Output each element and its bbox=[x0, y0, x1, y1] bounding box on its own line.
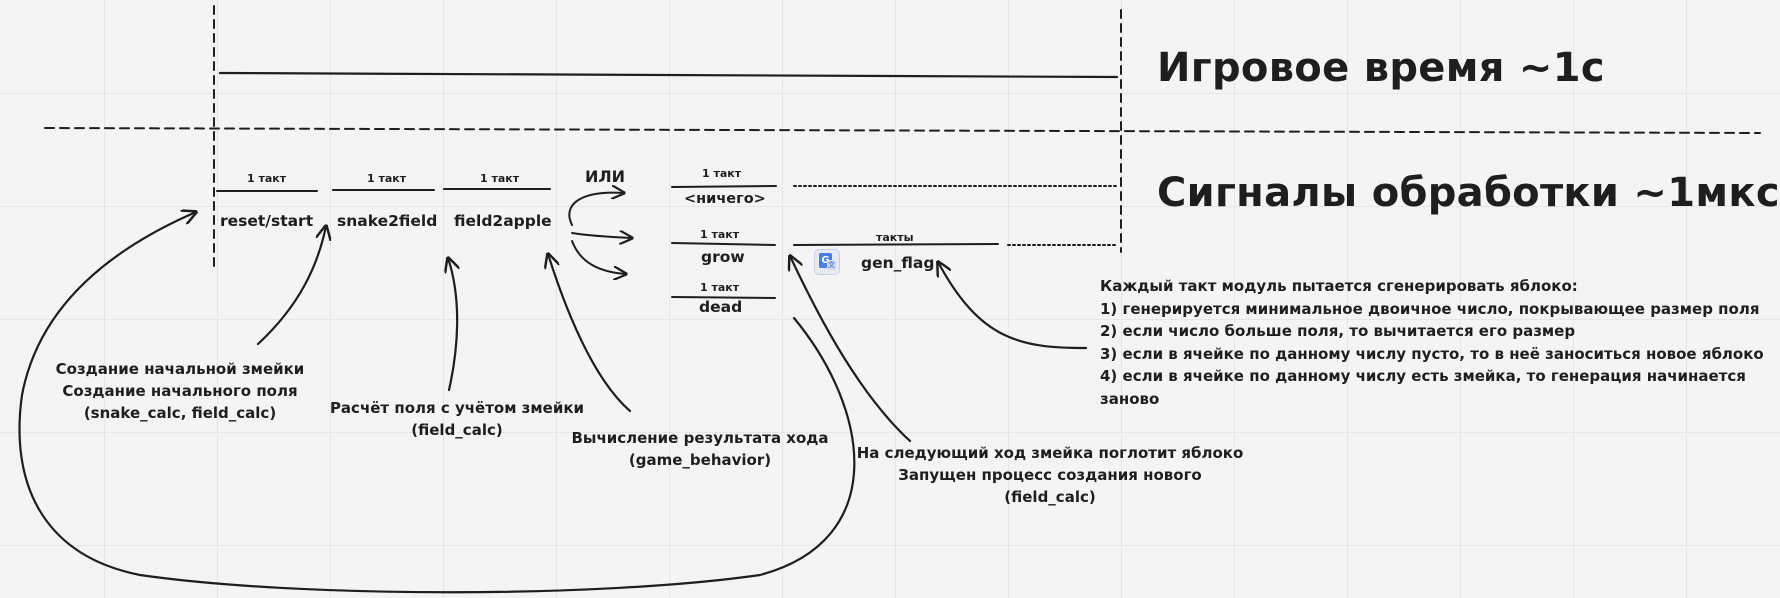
game-behavior-note: Вычисление результата хода (game_behavio… bbox=[565, 427, 835, 471]
gen-flag-tick-label: такты bbox=[876, 231, 914, 244]
arrow-game-behavior-to-grow bbox=[548, 254, 632, 413]
apple-generation-note-line: 1) генерируется минимальное двоичное чис… bbox=[1100, 299, 1760, 318]
processing-signals-heading: Сигналы обработки ~1мкс bbox=[1157, 170, 1780, 216]
arrow-next-move-to-grow bbox=[790, 256, 912, 443]
arrow-apple-gen-to-gen-flag bbox=[938, 262, 1088, 350]
separator-dashed-line bbox=[44, 127, 1761, 134]
dead-tick-label: 1 такт bbox=[700, 281, 740, 294]
grow-tick-label: 1 такт bbox=[700, 228, 740, 241]
field2apple-label: field2apple bbox=[454, 212, 552, 230]
field-calc-note-line: (field_calc) bbox=[411, 421, 503, 439]
nothing-tick-line bbox=[671, 185, 777, 188]
next-move-note: На следующий ход змейка поглотит яблоко … bbox=[840, 442, 1260, 508]
field-calc-note-line: Расчёт поля с учётом змейки bbox=[329, 399, 585, 417]
next-move-note-line: (field_calc) bbox=[1004, 488, 1096, 506]
initial-note-line: Создание начального поля bbox=[62, 382, 298, 400]
snake2field-label: snake2field bbox=[337, 212, 438, 230]
game-time-heading: Игровое время ~1с bbox=[1157, 45, 1605, 91]
game-behavior-note-line: Вычисление результата хода bbox=[571, 429, 829, 447]
nothing-tick-label: 1 такт bbox=[702, 167, 742, 180]
gen-flag-label: gen_flag bbox=[861, 254, 935, 272]
apple-generation-note-line: 2) если число больше поля, то вычитается… bbox=[1100, 322, 1576, 340]
arrow-field-calc-to-field2apple bbox=[448, 258, 457, 392]
field-calc-note: Расчёт поля с учётом змейки (field_calc) bbox=[322, 397, 592, 441]
grow-tick-line bbox=[671, 242, 776, 246]
or-label: ИЛИ bbox=[585, 167, 626, 186]
branch-arrow-nothing bbox=[568, 193, 624, 226]
branch-arrow-grow bbox=[571, 233, 632, 238]
apple-generation-note-line: 4) если в ячейке по данному числу есть з… bbox=[1100, 367, 1746, 385]
apple-generation-note: Каждый такт модуль пытается сгенерироват… bbox=[1100, 275, 1764, 410]
game-behavior-note-line: (game_behavior) bbox=[628, 451, 772, 469]
branch-arrow-dead bbox=[571, 240, 626, 274]
translate-icon: G 文 bbox=[814, 249, 840, 275]
reset-start-tick-label: 1 такт bbox=[247, 172, 287, 185]
nothing-label: <ничего> bbox=[684, 191, 766, 207]
next-move-note-line: Запущен процесс создания нового bbox=[898, 466, 1202, 484]
dead-tick-line bbox=[671, 296, 776, 299]
arrow-initial-to-snake2field bbox=[256, 226, 326, 346]
initial-note-line: (snake_calc, field_calc) bbox=[83, 404, 277, 422]
game-time-span-line bbox=[218, 71, 1119, 79]
reset-start-label: reset/start bbox=[220, 212, 314, 230]
next-move-note-line: На следующий ход змейка поглотит яблоко bbox=[856, 444, 1244, 462]
field2apple-tick-label: 1 такт bbox=[480, 172, 520, 185]
gen-flag-tick-line bbox=[793, 243, 999, 246]
apple-generation-note-line: заново bbox=[1100, 389, 1160, 408]
apple-generation-note-line: 3) если в ячейке по данному числу пусто,… bbox=[1100, 344, 1764, 363]
dead-label: dead bbox=[699, 298, 743, 316]
initial-note-line: Создание начальной змейки bbox=[55, 360, 305, 378]
snake2field-tick-label: 1 такт bbox=[367, 172, 407, 185]
initial-note: Создание начальной змейки Создание начал… bbox=[40, 358, 320, 424]
grow-label: grow bbox=[701, 248, 745, 266]
apple-generation-note-line: Каждый такт модуль пытается сгенерироват… bbox=[1100, 277, 1578, 295]
loop-arrow-dead-to-reset bbox=[18, 212, 856, 594]
